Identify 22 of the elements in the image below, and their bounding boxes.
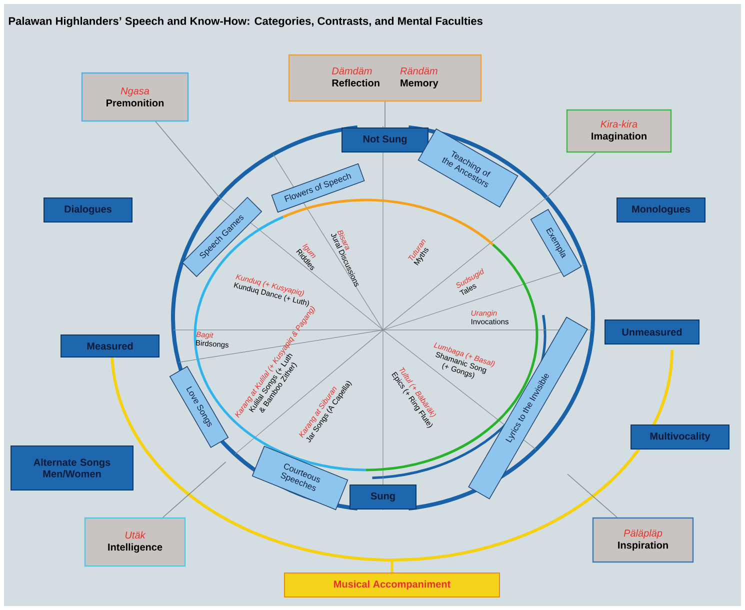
leader-line: [162, 462, 226, 518]
title: Palawan Highlanders’ Speech and Know-How: Categories, Contrasts, and Mental Faculties: [8, 16, 482, 28]
leader-line: [546, 152, 596, 198]
category-box: Measured: [60, 334, 160, 358]
category-box: Not Sung: [342, 128, 428, 152]
faculty-box: Päläpläp Inspiration: [592, 517, 694, 563]
category-box: Monologues: [616, 198, 706, 222]
leader-line: [390, 560, 394, 572]
faculty-box: Dämdäm Rändäm Reflection Memory: [288, 54, 482, 102]
accompaniment-box: Musical Accompaniment: [284, 572, 500, 598]
leader-line: [155, 121, 220, 198]
category-box: Dialogues: [44, 198, 132, 222]
faculty-box: Utäk Intelligence: [84, 517, 186, 567]
genre-box: Flowers of Speech: [271, 163, 365, 213]
faculty-box: Kira-kira Imagination: [566, 109, 672, 153]
faculty-box: Ngasa Premonition: [81, 72, 189, 122]
category-box: Multivocality: [630, 424, 730, 450]
leader-line: [567, 474, 618, 518]
category-box: Alternate Songs Men/Women: [10, 446, 134, 490]
leader-line: [384, 101, 386, 128]
category-box: Unmeasured: [604, 320, 700, 344]
category-box: Sung: [350, 484, 416, 510]
